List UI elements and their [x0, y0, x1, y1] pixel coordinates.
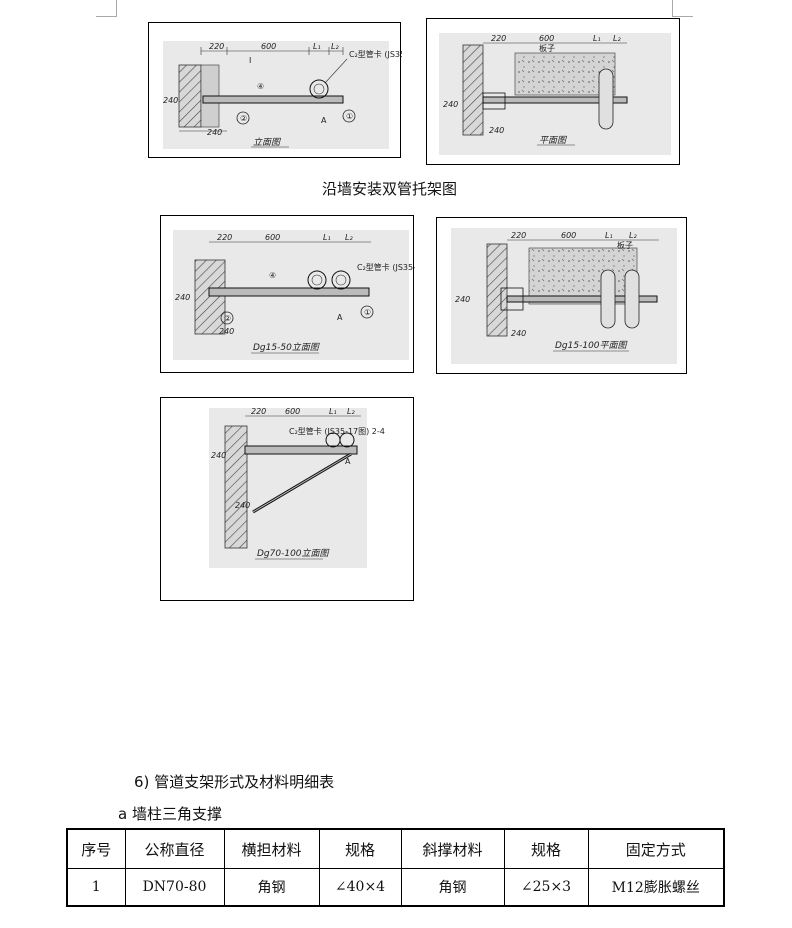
cell-index: 1 — [66, 868, 126, 907]
dim-600: 600 — [265, 233, 280, 242]
view-title-dg15-50: Dg15-50立面图 — [253, 342, 321, 353]
header-spec-1: 规格 — [318, 828, 402, 869]
figure-plan-1: 220 600 L₁ L₂ 240 240 板子 平面图 — [426, 18, 680, 165]
dim-l2: L₂ — [629, 231, 637, 240]
header-spec-2: 规格 — [503, 828, 589, 869]
label-1: ① — [364, 308, 371, 317]
header-nominal-diameter: 公称直径 — [124, 828, 225, 869]
label-a: A — [345, 457, 351, 466]
elevation-drawing-dg15-50: 220 600 L₁ L₂ 240 240 ④ ② ① A C₂型管卡 (JS3… — [175, 233, 415, 354]
dim-l2: L₂ — [331, 42, 339, 51]
label-2: ② — [224, 314, 231, 323]
dim-220: 220 — [217, 233, 232, 242]
header-brace-material: 斜撑材料 — [400, 828, 505, 869]
header-fixing-method: 固定方式 — [587, 828, 725, 869]
dim-220: 220 — [491, 34, 506, 43]
label-roman-1: Ⅰ — [249, 56, 251, 65]
header-index: 序号 — [66, 828, 126, 869]
label-a: A — [337, 313, 343, 322]
page-corner-mark-right — [672, 0, 693, 17]
board-note: 板子 — [539, 43, 555, 53]
label-2: ② — [240, 114, 247, 123]
view-title-dg70-100: Dg70-100立面图 — [257, 548, 331, 559]
cell-fixing-method: M12膨胀螺丝 — [587, 868, 725, 907]
main-caption: 沿墙安装双管托架图 — [322, 180, 458, 198]
dim-l1: L₁ — [323, 233, 331, 242]
view-title-plan: 平面图 — [539, 135, 568, 146]
clamp-note: C₂型管卡 (JS35-17图) 2-4 — [357, 262, 415, 272]
figure-elevation-1: 220 600 L₁ L₂ 240 240 Ⅰ ④ ② ① A C₂型管卡 (J… — [148, 22, 402, 158]
dim-600: 600 — [261, 42, 276, 51]
board-note: 板子 — [617, 240, 633, 250]
dim-240-bottom: 240 — [235, 501, 250, 510]
cell-nominal-diameter: DN70-80 — [124, 868, 225, 907]
figure-elevation-dg15-50: 220 600 L₁ L₂ 240 240 ④ ② ① A C₂型管卡 (JS3… — [160, 215, 415, 373]
dim-l1: L₁ — [329, 407, 337, 416]
section-heading: 6) 管道支架形式及材料明细表 — [134, 773, 335, 791]
header-crossarm-material: 横担材料 — [223, 828, 320, 869]
dim-l2: L₂ — [613, 34, 621, 43]
dim-l1: L₁ — [593, 34, 601, 43]
dim-240-bottom: 240 — [489, 126, 504, 135]
elevation-drawing-1: 220 600 L₁ L₂ 240 240 Ⅰ ④ ② ① A C₂型管卡 (J… — [163, 42, 402, 148]
sub-heading: a 墙柱三角支撑 — [118, 805, 222, 823]
dim-220: 220 — [511, 231, 526, 240]
dim-600: 600 — [561, 231, 576, 240]
clamp-note: C₂型管卡 (JS35-17图) 2-4 — [349, 49, 402, 59]
plan-drawing-dg15-100: 220 600 L₁ L₂ 240 240 板子 Dg15-100平面图 — [455, 231, 659, 352]
cell-spec-2: ∠25×3 — [503, 868, 589, 907]
dim-l2: L₂ — [345, 233, 353, 242]
label-4: ④ — [269, 271, 276, 280]
figure-plan-dg15-100: 220 600 L₁ L₂ 240 240 板子 Dg15-100平面图 — [436, 217, 687, 374]
label-a: A — [321, 116, 327, 125]
dim-l2: L₂ — [347, 407, 355, 416]
page-corner-mark-left — [96, 0, 117, 17]
dim-240-vertical: 240 — [455, 295, 470, 304]
figure-elevation-dg70-100: 220 600 L₁ L₂ 240 240 A C₂型管卡 (JS35-17图)… — [160, 397, 414, 601]
dim-240-vertical: 240 — [211, 451, 226, 460]
dim-240-vertical: 240 — [163, 96, 178, 105]
dim-220: 220 — [251, 407, 266, 416]
cell-crossarm-material: 角钢 — [223, 868, 320, 907]
label-4: ④ — [257, 82, 264, 91]
plan-drawing-1: 220 600 L₁ L₂ 240 240 板子 平面图 — [443, 34, 628, 146]
table-row: 1 DN70-80 角钢 ∠40×4 角钢 ∠25×3 M12膨胀螺丝 — [66, 868, 725, 907]
elevation-drawing-dg70-100: 220 600 L₁ L₂ 240 240 A C₂型管卡 (JS35-17图)… — [211, 407, 385, 560]
dim-600: 600 — [285, 407, 300, 416]
dim-240-vertical: 240 — [175, 293, 190, 302]
clamp-note: C₂型管卡 (JS35-17图) 2-4 — [289, 426, 385, 436]
label-1: ① — [346, 112, 353, 121]
dim-240-bottom: 240 — [219, 327, 234, 336]
dim-l1: L₁ — [605, 231, 613, 240]
cell-brace-material: 角钢 — [400, 868, 505, 907]
dim-l1: L₁ — [313, 42, 321, 51]
dim-240-bottom: 240 — [511, 329, 526, 338]
dim-240-vertical: 240 — [443, 100, 458, 109]
dim-220: 220 — [209, 42, 224, 51]
view-title-elevation: 立面图 — [253, 137, 282, 148]
view-title-dg15-100: Dg15-100平面图 — [555, 340, 629, 351]
cell-spec-1: ∠40×4 — [318, 868, 402, 907]
dim-240-bottom: 240 — [207, 128, 222, 137]
table-header-row: 序号 公称直径 横担材料 规格 斜撑材料 规格 固定方式 — [66, 828, 725, 869]
materials-table: 序号 公称直径 横担材料 规格 斜撑材料 规格 固定方式 1 DN70-80 角… — [66, 828, 725, 907]
dim-600: 600 — [539, 34, 554, 43]
